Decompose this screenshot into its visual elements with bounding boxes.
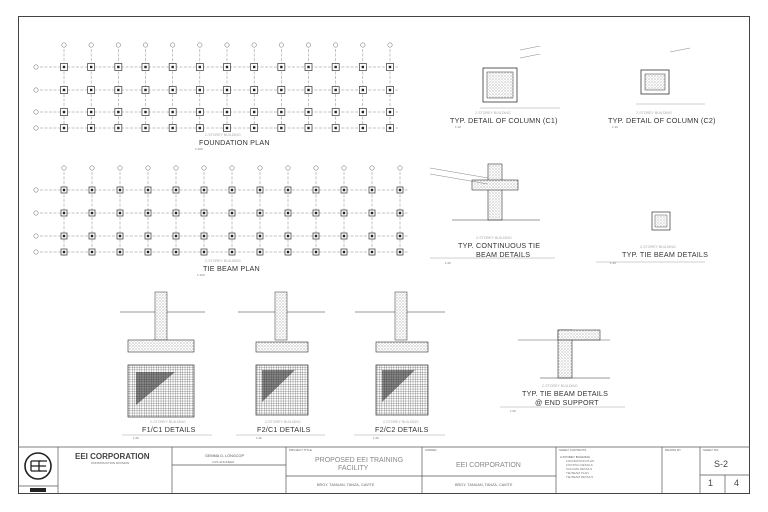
foundation-plan [33,42,398,132]
column-c2-detail [636,47,705,105]
end-support-detail [500,329,625,408]
sheet-contents-label: SHEET CONTENTS [559,448,587,452]
f1c1-title: F1/C1 DETAILS [142,425,196,434]
f2c1-title: F2/C1 DETAILS [257,425,311,434]
tie-beam-details-sub: 2-STOREY BUILDING [640,245,676,249]
f2c1-scale: 1:20 [256,436,262,440]
sheet-number: S-2 [714,459,729,469]
project-title-label: PROJECT TITLE [289,448,312,452]
continuous-tie-sub: 2-STOREY BUILDING [476,236,512,240]
footing-f2c2 [354,291,445,436]
foundation-plan-scale: 1:100 [195,147,203,151]
end-support-scale: 1:20 [510,409,516,413]
column-c2-sub: 2-STOREY BUILDING [636,111,672,115]
project-title-line2: FACILITY [338,465,369,472]
sheet-contents-0: 2-STOREY BUILDING [560,455,590,459]
drawn-by-label: DRAWN BY [665,448,682,452]
sheet-contents-1: FOUNDATION PLAN [566,459,595,463]
footing-f2c1 [236,291,325,436]
continuous-tie-detail [429,163,555,259]
title-block-lines [18,446,750,494]
tie-beam-plan-scale: 1:100 [197,273,205,277]
sheet-contents-4: TIE BEAM PLAN [566,471,589,475]
end-support-title-2: @ END SUPPORT [535,398,599,407]
tie-beam-plan-sub: 2-STOREY BUILDING [205,259,241,263]
company-name: EEI CORPORATION [75,452,150,461]
project-title-line1: PROPOSED EEI TRAINING [315,457,404,464]
tie-beam-details-scale: 1:10 [610,261,616,265]
sheet-contents-2: FOOTING DETAILS [566,463,593,467]
foundation-plan-sub: 2-STOREY BUILDING [205,133,241,137]
engineer-role: CIVIL ENGINEER [212,460,235,464]
column-c1-scale: 1:10 [455,125,461,129]
tie-beam-details-title: TYP. TIE BEAM DETAILS [622,250,709,259]
end-support-title-1: TYP. TIE BEAM DETAILS [522,389,609,398]
column-c2-title: TYP. DETAIL OF COLUMN (C2) [608,116,716,125]
sheet-total: 4 [734,478,740,488]
f2c2-sub: 2-STOREY BUILDING [383,420,419,424]
company-logo [24,452,52,480]
f1c1-sub: 2-STOREY BUILDING [150,420,186,424]
continuous-tie-title-2: BEAM DETAILS [476,250,531,259]
footing-f1c1 [120,291,212,436]
sheet-contents-5: TIE BEAM DETAILS [566,475,594,479]
foundation-plan-title: FOUNDATION PLAN [199,138,270,147]
sheet-no-label: SHEET NO. [703,448,720,452]
engineer-name: GEMMA D. LONGCOP [205,454,245,458]
continuous-tie-title-1: TYP. CONTINUOUS TIE [458,241,541,250]
column-c1-title: TYP. DETAIL OF COLUMN (C1) [450,116,558,125]
project-location: BRGY. TANUAN, TANZA, CAVITE [317,483,375,487]
continuous-tie-scale: 1:20 [445,261,451,265]
f1c1-scale: 1:20 [133,436,139,440]
tie-beam-detail [596,211,705,263]
f2c2-scale: 1:20 [373,436,379,440]
f2c1-sub: 2-STOREY BUILDING [265,420,301,424]
tie-beam-plan [33,165,408,256]
company-division: CONSTRUCTION DIVISION [91,461,130,465]
owner-label: OWNER [425,448,437,452]
owner-name: EEI CORPORATION [456,462,521,469]
end-support-sub: 2-STOREY BUILDING [542,384,578,388]
column-c1-sub: 2-STOREY BUILDING [475,111,511,115]
f2c2-title: F2/C2 DETAILS [375,425,429,434]
sheet-index: 1 [708,478,714,488]
owner-location: BRGY. TANUAN, TANZA, CAVITE [455,483,513,487]
column-c1-detail [480,45,560,109]
logo-bar [30,488,46,492]
drawing-sheet [18,16,750,494]
tie-beam-plan-title: TIE BEAM PLAN [203,264,260,273]
column-c2-scale: 1:10 [612,125,618,129]
sheet-contents-3: COLUMN DETAILS [566,467,593,471]
